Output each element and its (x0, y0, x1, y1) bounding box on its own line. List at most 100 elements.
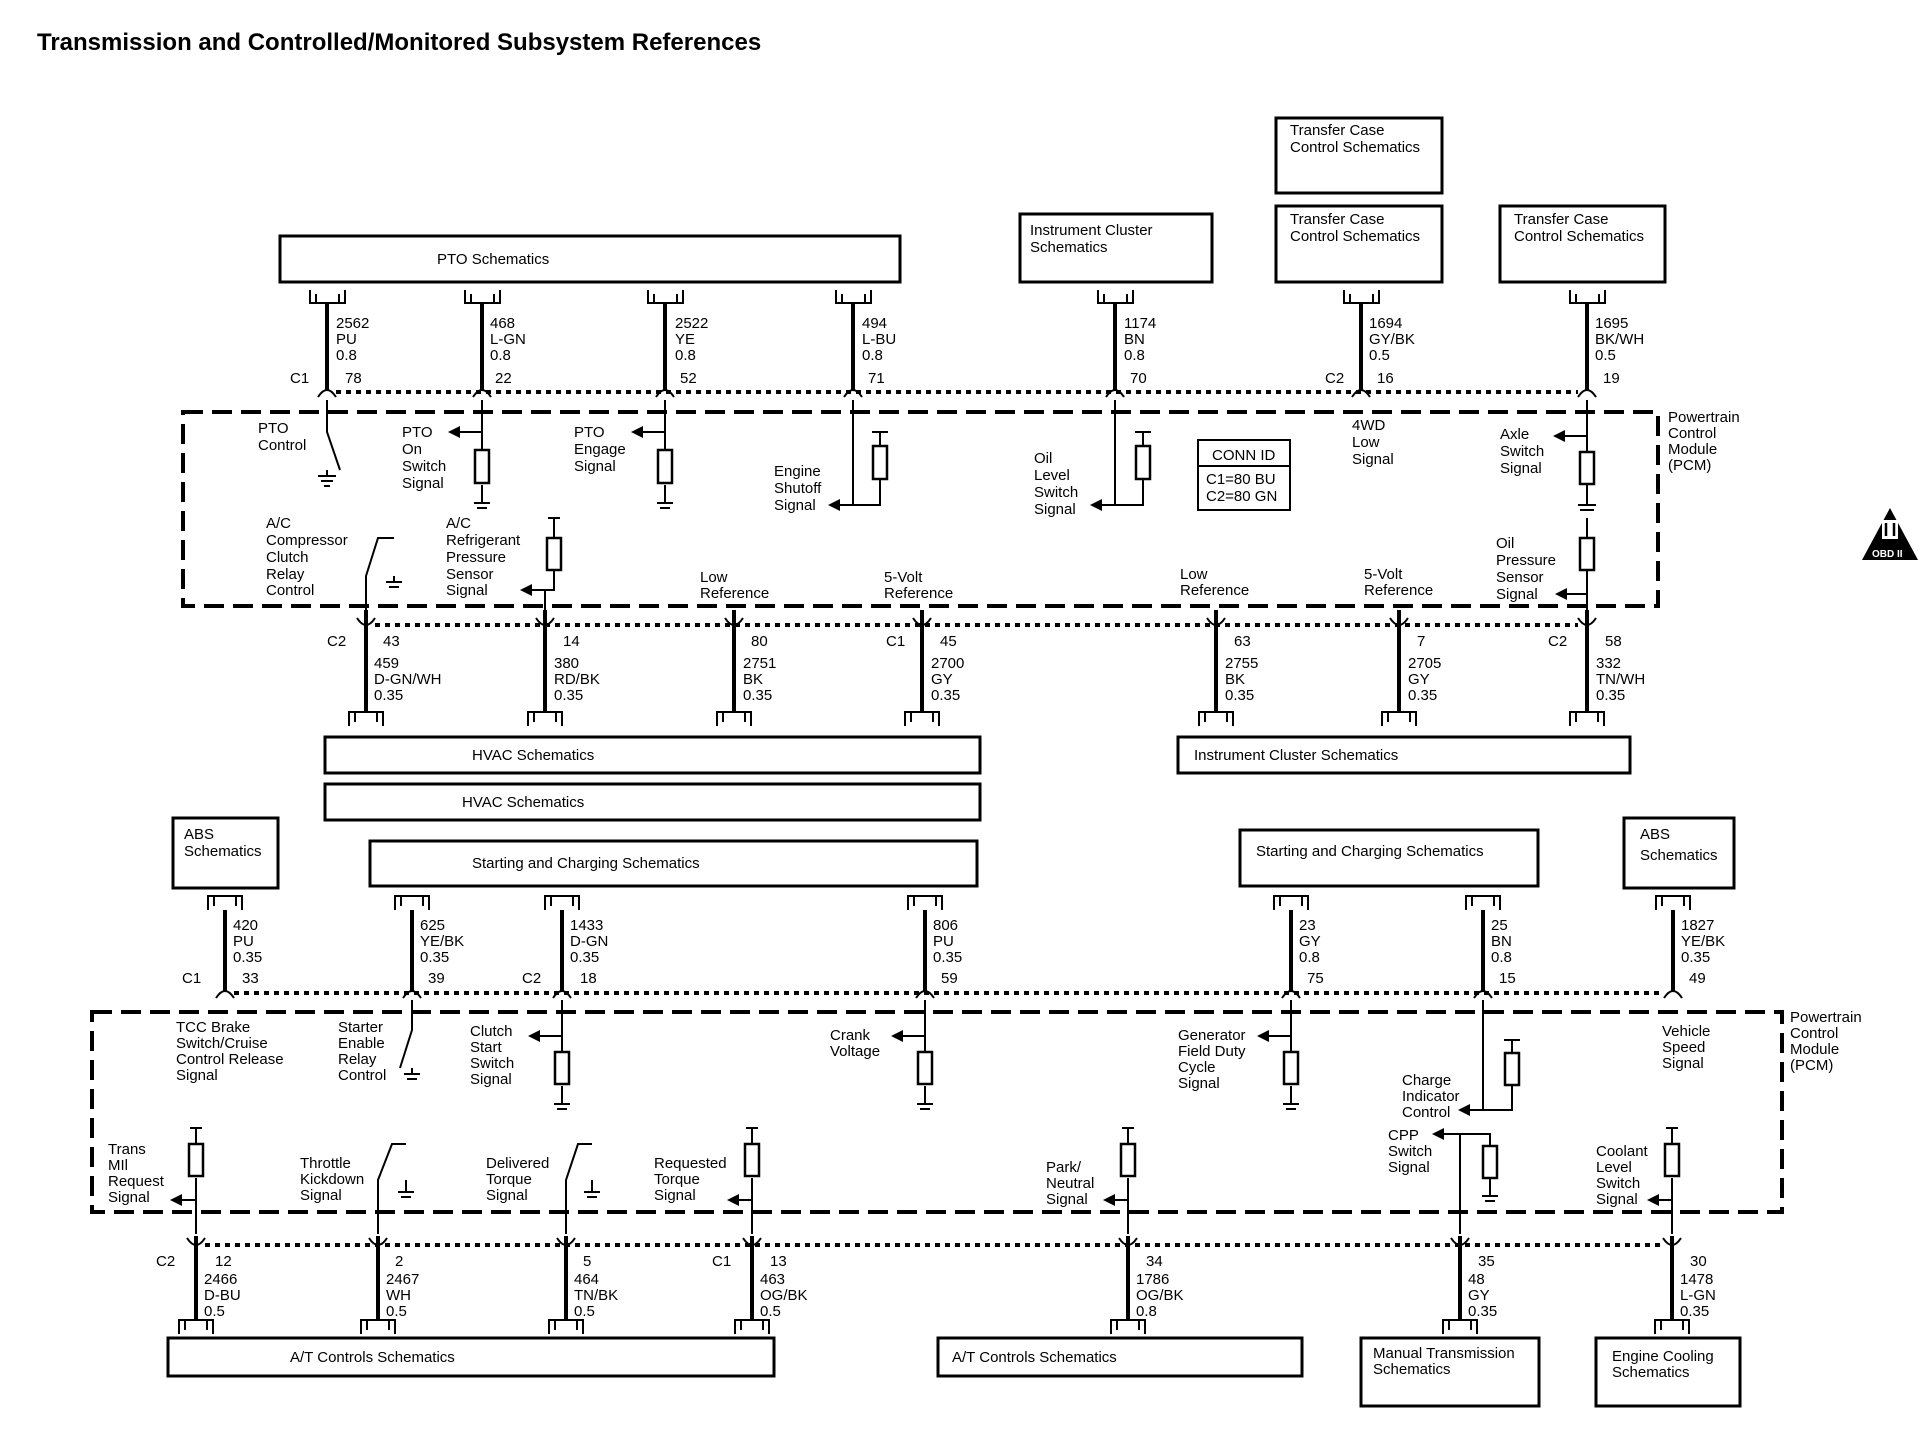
starting-charging-schematics-box-right[interactable]: Starting and Charging Schematics (1238, 828, 1540, 888)
svg-text:0.35: 0.35 (570, 949, 599, 966)
transfer-case-schematics-box-a[interactable]: Transfer Case Control Schematics (1274, 116, 1444, 195)
svg-text:5-Volt: 5-Volt (884, 569, 923, 586)
svg-text:0.35: 0.35 (1408, 687, 1437, 704)
abs-schematics-box-left[interactable]: ABS Schematics (171, 816, 280, 890)
top-wire-label-1: 2562 PU 0.8 78 (336, 315, 369, 387)
ac-compressor-clutch-relay: A/C Compressor Clutch Relay Control (266, 515, 402, 640)
svg-text:GY/BK: GY/BK (1369, 331, 1415, 348)
axle-switch-circuit: Axle Switch Signal (1500, 400, 1596, 511)
svg-text:0.8: 0.8 (675, 347, 696, 364)
transfer-case-schematics-box-b[interactable]: Transfer Case Control Schematics (1274, 204, 1444, 284)
svg-text:0.35: 0.35 (554, 687, 583, 704)
svg-text:1694: 1694 (1369, 315, 1402, 332)
svg-text:Level: Level (1034, 467, 1070, 484)
starting-charging-schematics-box-left[interactable]: Starting and Charging Schematics (368, 839, 979, 888)
svg-text:5-Volt: 5-Volt (1364, 566, 1403, 583)
svg-text:L-GN: L-GN (490, 331, 526, 348)
svg-text:TN/WH: TN/WH (1596, 671, 1645, 688)
low-bottom-wires (178, 1236, 1690, 1334)
svg-text:Control Schematics: Control Schematics (1290, 228, 1420, 245)
svg-text:Relay: Relay (266, 566, 305, 583)
svg-text:Switch: Switch (1500, 443, 1544, 460)
manual-transmission-schematics-box[interactable]: Manual Transmission Schematics (1359, 1336, 1541, 1408)
svg-text:YE: YE (675, 331, 695, 348)
pcm-boundary-upper (181, 410, 1660, 608)
low-top-wire-label-4: 806 PU 0.35 59 (933, 917, 962, 987)
svg-text:464: 464 (574, 1271, 599, 1288)
top-wire-label-5: 1174 BN 0.8 70 (1124, 315, 1156, 387)
svg-text:Signal: Signal (446, 582, 488, 599)
mid-wire-label-2: 14 380 RD/BK 0.35 (554, 633, 600, 704)
svg-text:48: 48 (1468, 1271, 1485, 1288)
svg-text:468: 468 (490, 315, 515, 332)
instrument-cluster-schematics-box-bottom[interactable]: Instrument Cluster Schematics (1176, 735, 1632, 775)
svg-text:71: 71 (868, 370, 885, 387)
svg-text:MIl: MIl (108, 1157, 128, 1174)
hvac-schematics-box-b[interactable]: HVAC Schematics (323, 782, 982, 822)
svg-text:Schematics: Schematics (1640, 847, 1718, 864)
clutch-start-switch-circuit: Clutch Start Switch Signal (470, 1000, 571, 1110)
svg-text:Signal: Signal (654, 1187, 696, 1204)
pcm-label-upper: Powertrain Control Module (PCM) (1668, 409, 1740, 474)
svg-text:A/C: A/C (446, 515, 471, 532)
vehicle-speed-signal: Vehicle Speed Signal (1662, 1023, 1710, 1072)
top-wire-label-6: 1694 GY/BK 0.5 16 (1369, 315, 1415, 387)
svg-text:Compressor: Compressor (266, 532, 348, 549)
svg-text:Shutoff: Shutoff (774, 480, 822, 497)
svg-text:0.35: 0.35 (1596, 687, 1625, 704)
svg-text:A/C: A/C (266, 515, 291, 532)
svg-text:2751: 2751 (743, 655, 776, 672)
park-neutral-circuit: Park/ Neutral Signal (1046, 1127, 1137, 1234)
svg-text:806: 806 (933, 917, 958, 934)
svg-text:A/T Controls Schematics: A/T Controls Schematics (952, 1349, 1117, 1366)
oil-pressure-sensor-circuit: Oil Pressure Sensor Signal (1496, 518, 1596, 640)
svg-text:19: 19 (1603, 370, 1620, 387)
svg-text:Generator: Generator (1178, 1027, 1246, 1044)
svg-text:YE/BK: YE/BK (420, 933, 464, 950)
svg-text:Control: Control (338, 1067, 386, 1084)
instrument-cluster-schematics-box-top[interactable]: Instrument Cluster Schematics (1018, 212, 1214, 284)
transfer-case-schematics-box-c[interactable]: Transfer Case Control Schematics (1498, 204, 1667, 284)
low-top-wires (207, 895, 1691, 999)
trans-mil-request-circuit: Trans MIl Request Signal (108, 1127, 205, 1234)
svg-text:Pressure: Pressure (1496, 552, 1556, 569)
svg-text:0.5: 0.5 (204, 1303, 225, 1320)
hvac-schematics-box-a[interactable]: HVAC Schematics (323, 735, 982, 775)
svg-text:0.35: 0.35 (1225, 687, 1254, 704)
svg-text:ABS: ABS (1640, 826, 1670, 843)
at-controls-schematics-box-left[interactable]: A/T Controls Schematics (166, 1336, 776, 1378)
svg-text:Switch: Switch (402, 458, 446, 475)
low-bottom-wire-label-7: 30 1478 L-GN 0.35 (1680, 1253, 1716, 1320)
svg-text:14: 14 (563, 633, 580, 650)
at-controls-schematics-box-mid[interactable]: A/T Controls Schematics (936, 1336, 1304, 1378)
svg-text:Control: Control (266, 582, 314, 599)
svg-text:OG/BK: OG/BK (1136, 1287, 1184, 1304)
svg-text:63: 63 (1234, 633, 1251, 650)
svg-text:Signal: Signal (774, 497, 816, 514)
svg-text:Switch: Switch (1034, 484, 1078, 501)
svg-text:75: 75 (1307, 970, 1324, 987)
svg-text:Reference: Reference (1364, 582, 1433, 599)
top-wire-label-2: 468 L-GN 0.8 22 (490, 315, 526, 387)
svg-text:Switch: Switch (1388, 1143, 1432, 1160)
svg-text:TCC Brake: TCC Brake (176, 1019, 250, 1036)
svg-text:625: 625 (420, 917, 445, 934)
svg-text:0.35: 0.35 (374, 687, 403, 704)
svg-text:BK/WH: BK/WH (1595, 331, 1644, 348)
abs-schematics-box-right[interactable]: ABS Schematics (1622, 816, 1736, 890)
low-bottom-wire-label-2: 2 2467 WH 0.5 (386, 1253, 419, 1320)
svg-text:GY: GY (931, 671, 953, 688)
svg-text:Pressure: Pressure (446, 549, 506, 566)
svg-text:GY: GY (1468, 1287, 1490, 1304)
engine-cooling-schematics-box[interactable]: Engine Cooling Schematics (1594, 1336, 1742, 1408)
svg-text:Vehicle: Vehicle (1662, 1023, 1710, 1040)
svg-text:Signal: Signal (176, 1067, 218, 1084)
svg-text:49: 49 (1689, 970, 1706, 987)
pto-schematics-box[interactable]: PTO Schematics (278, 234, 902, 284)
svg-text:2755: 2755 (1225, 655, 1258, 672)
pcm-boundary-lower (90, 1010, 1784, 1214)
svg-text:Schematics: Schematics (184, 843, 262, 860)
svg-text:Signal: Signal (1662, 1055, 1704, 1072)
svg-text:PTO: PTO (258, 420, 289, 437)
svg-text:Switch/Cruise: Switch/Cruise (176, 1035, 268, 1052)
